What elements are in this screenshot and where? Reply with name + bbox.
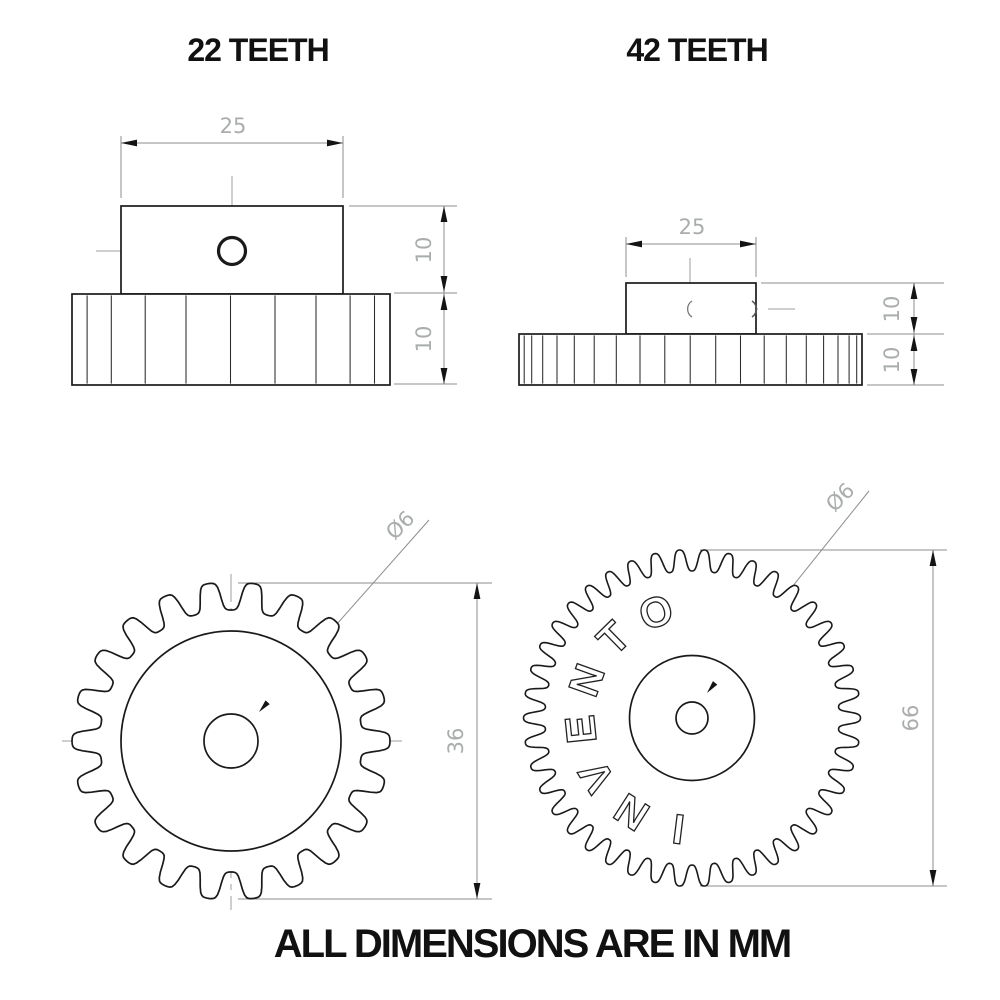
side-view-22-teeth: 25 10 10 xyxy=(71,114,457,386)
arrowhead xyxy=(327,139,343,147)
title-22-teeth: 22 TEETH xyxy=(187,32,328,68)
dim-hub-height: 10 xyxy=(880,296,904,323)
dimension-arrows xyxy=(121,139,937,899)
footer-note: ALL DIMENSIONS ARE IN MM xyxy=(274,922,790,966)
gear-teeth-projection-42 xyxy=(523,335,858,384)
front-view-22-teeth: 36 Ø6 xyxy=(62,506,492,910)
dim-outer-diameter: 66 xyxy=(899,705,923,732)
arrowhead xyxy=(707,681,718,693)
arrowhead xyxy=(259,700,270,712)
arrowhead xyxy=(910,283,918,299)
bore-circle xyxy=(203,713,259,769)
dim-gear-height: 10 xyxy=(880,347,904,374)
arrowhead xyxy=(929,870,937,886)
arrowhead xyxy=(626,240,642,248)
arrowhead xyxy=(929,550,937,566)
side-view-42-teeth: 25 10 10 xyxy=(518,215,944,386)
arrowhead xyxy=(440,206,448,222)
hidden-hole-arc-right xyxy=(751,300,758,318)
arrowhead xyxy=(910,369,918,385)
arrowhead xyxy=(440,294,448,310)
gear-teeth-projection-22 xyxy=(86,295,376,384)
dim-bore: Ø6 xyxy=(381,506,419,544)
dim-gear-height: 10 xyxy=(412,326,436,353)
hidden-hole-arc-left xyxy=(686,300,693,318)
arrowhead xyxy=(473,883,481,899)
embossed-letter: E xyxy=(556,713,606,746)
hub-outline xyxy=(625,282,757,335)
arrowhead xyxy=(121,139,137,147)
set-screw-hole xyxy=(216,235,248,267)
arrowhead xyxy=(473,583,481,599)
arrowhead xyxy=(440,368,448,384)
dim-hub-height: 10 xyxy=(412,237,436,264)
title-42-teeth: 42 TEETH xyxy=(626,32,767,68)
arrowhead xyxy=(910,317,918,333)
arrowhead xyxy=(440,276,448,292)
arrowhead xyxy=(740,240,756,248)
dim-outer-diameter: 36 xyxy=(444,728,468,755)
arrowhead xyxy=(910,335,918,351)
dim-hub-width: 25 xyxy=(220,114,247,138)
dim-hub-width: 25 xyxy=(679,215,706,239)
bore-circle xyxy=(675,701,709,735)
